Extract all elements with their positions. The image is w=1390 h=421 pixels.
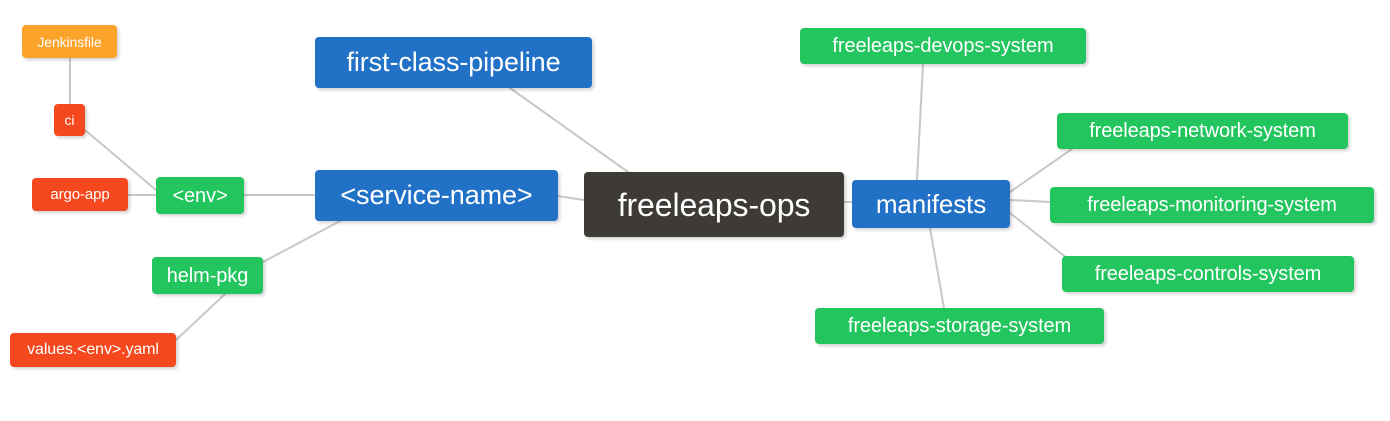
node-freeleaps-network-system[interactable]: freeleaps-network-system (1057, 113, 1348, 149)
node-label: freeleaps-ops (617, 186, 811, 223)
node-label: Jenkinsfile (37, 33, 102, 50)
node-manifests[interactable]: manifests (852, 180, 1010, 228)
node-values-yaml[interactable]: values.<env>.yaml (10, 333, 176, 367)
node-argo-app[interactable]: argo-app (32, 178, 128, 211)
edge-freeleaps-network-system-to-manifests (1009, 148, 1073, 193)
node-freeleaps-devops-system[interactable]: freeleaps-devops-system (800, 28, 1086, 64)
node-freeleaps-controls-system[interactable]: freeleaps-controls-system (1062, 256, 1354, 292)
node-first-class-pipeline[interactable]: first-class-pipeline (315, 37, 592, 88)
node-label: first-class-pipeline (346, 47, 561, 77)
edge-freeleaps-monitoring-system-to-manifests (1009, 199, 1051, 203)
node-label: freeleaps-devops-system (832, 35, 1054, 57)
node-label: <service-name> (340, 180, 533, 210)
edge-freeleaps-devops-system-to-manifests (916, 63, 924, 181)
node-label: helm-pkg (166, 264, 249, 287)
node-label: ci (64, 112, 75, 128)
node-label: argo-app (50, 186, 110, 203)
node-label: manifests (875, 189, 987, 219)
node-service-name[interactable]: <service-name> (315, 170, 558, 221)
edge-values-yaml-to-helm-pkg (175, 293, 226, 341)
node-freeleaps-monitoring-system[interactable]: freeleaps-monitoring-system (1050, 187, 1374, 223)
node-label: <env> (172, 184, 228, 207)
node-freeleaps-storage-system[interactable]: freeleaps-storage-system (815, 308, 1104, 344)
edge-freeleaps-storage-system-to-manifests (929, 227, 945, 309)
node-label: freeleaps-storage-system (847, 315, 1072, 337)
edge-helm-pkg-to-service-name (262, 220, 341, 263)
node-env[interactable]: <env> (156, 177, 244, 214)
node-label: values.<env>.yaml (27, 341, 159, 358)
node-ci[interactable]: ci (54, 104, 85, 136)
node-freeleaps-ops[interactable]: freeleaps-ops (584, 172, 844, 237)
edge-service-name-to-freeleaps-ops (557, 195, 585, 201)
node-jenkinsfile[interactable]: Jenkinsfile (22, 25, 117, 58)
node-label: freeleaps-network-system (1089, 120, 1316, 142)
node-label: freeleaps-monitoring-system (1087, 194, 1337, 216)
node-helm-pkg[interactable]: helm-pkg (152, 257, 263, 294)
node-label: freeleaps-controls-system (1094, 263, 1322, 285)
edge-first-class-pipeline-to-freeleaps-ops (509, 87, 629, 173)
